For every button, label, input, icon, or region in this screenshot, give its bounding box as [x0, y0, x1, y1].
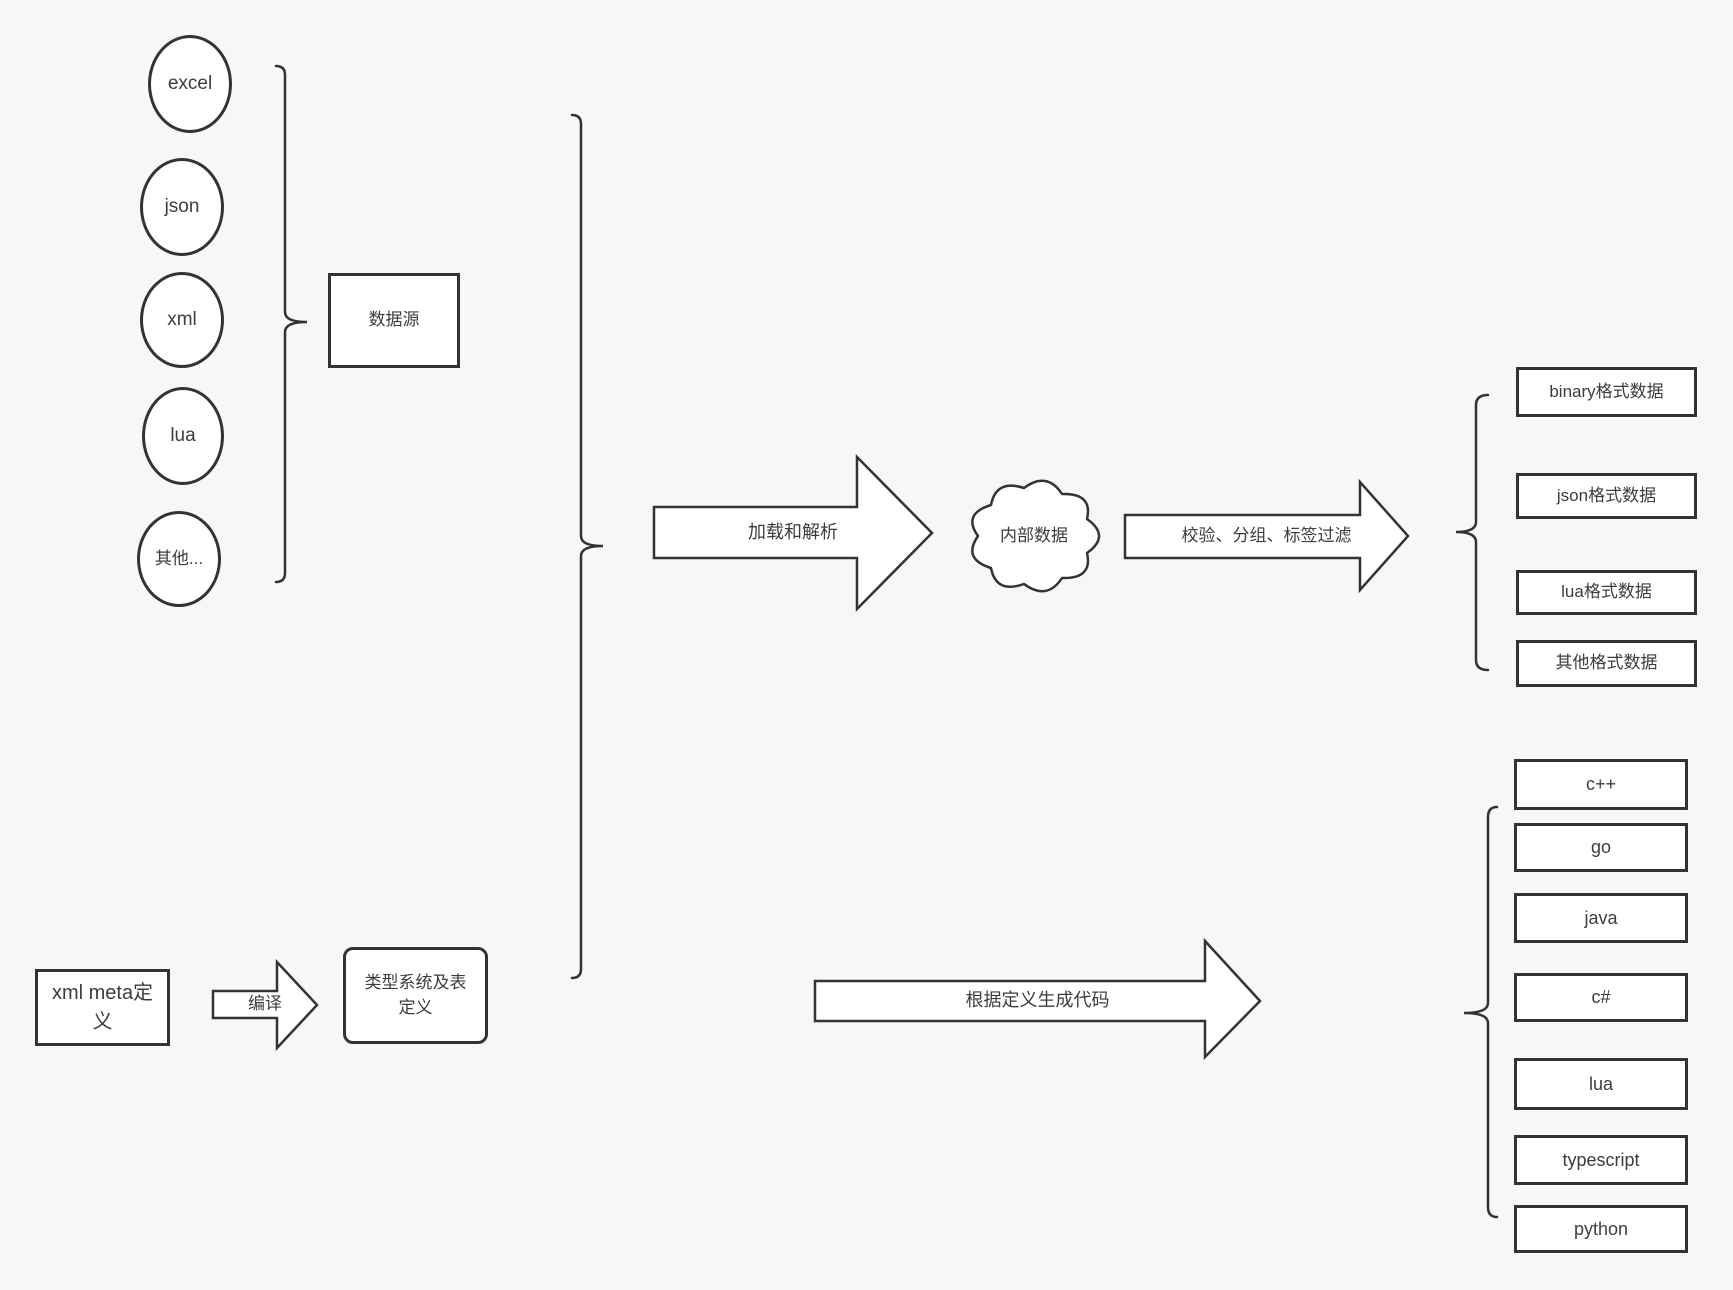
data-source-box: 数据源 — [328, 273, 460, 368]
source-ellipse-json: json — [140, 158, 224, 256]
source-ellipse-xml: xml — [140, 272, 224, 368]
language-box-csharp: c# — [1514, 973, 1688, 1022]
internal-data-cloud — [971, 479, 1101, 593]
format-label: json格式数据 — [1556, 485, 1657, 505]
language-label: c++ — [1585, 774, 1617, 795]
language-box-typescript: typescript — [1514, 1135, 1688, 1185]
xml-meta-box: xml meta定义 — [35, 969, 170, 1046]
languages-brace — [1463, 805, 1499, 1219]
format-box-lua: lua格式数据 — [1516, 570, 1697, 615]
sources-brace — [274, 64, 308, 584]
compile-arrow-shape — [211, 958, 319, 1052]
language-box-python: python — [1514, 1205, 1688, 1253]
language-label: c# — [1591, 987, 1611, 1008]
data-source-label: 数据源 — [368, 310, 420, 330]
language-label: typescript — [1562, 1149, 1640, 1170]
codegen-arrow-shape — [813, 937, 1262, 1061]
source-label: json — [164, 196, 200, 218]
format-box-other: 其他格式数据 — [1516, 640, 1697, 687]
filter-arrow-label: 校验、分组、标签过滤 — [1181, 526, 1352, 546]
source-label: excel — [167, 73, 213, 95]
type-system-box: 类型系统及表定义 — [343, 947, 488, 1044]
source-label: xml — [167, 309, 197, 331]
language-box-java: java — [1514, 893, 1688, 943]
pipeline-input-brace — [570, 113, 604, 980]
format-box-binary: binary格式数据 — [1516, 367, 1697, 417]
source-ellipse-excel: excel — [148, 35, 232, 133]
language-label: python — [1573, 1218, 1629, 1239]
language-box-lua: lua — [1514, 1058, 1688, 1110]
type-system-label: 类型系统及表定义 — [364, 972, 467, 1017]
language-label: lua — [1588, 1073, 1614, 1094]
compile-arrow-label: 编译 — [248, 994, 282, 1014]
language-label: go — [1590, 837, 1612, 858]
source-label: lua — [170, 425, 196, 447]
source-label: 其他... — [154, 548, 204, 568]
language-box-go: go — [1514, 823, 1688, 872]
format-label: 其他格式数据 — [1555, 653, 1658, 673]
format-box-json: json格式数据 — [1516, 473, 1697, 519]
language-box-cpp: c++ — [1514, 759, 1688, 810]
internal-data-label: 内部数据 — [1000, 525, 1068, 545]
xml-meta-label: xml meta定义 — [51, 981, 154, 1033]
filter-arrow-shape — [1123, 478, 1410, 594]
codegen-arrow-label: 根据定义生成代码 — [965, 990, 1110, 1011]
data-formats-brace — [1455, 393, 1490, 672]
format-label: binary格式数据 — [1549, 381, 1664, 401]
source-ellipse-other: 其他... — [137, 511, 221, 607]
format-label: lua格式数据 — [1561, 582, 1652, 602]
source-ellipse-lua: lua — [142, 387, 224, 485]
load-parse-arrow-shape — [652, 453, 934, 613]
language-label: java — [1584, 907, 1618, 928]
load-parse-arrow-label: 加载和解析 — [748, 521, 838, 542]
